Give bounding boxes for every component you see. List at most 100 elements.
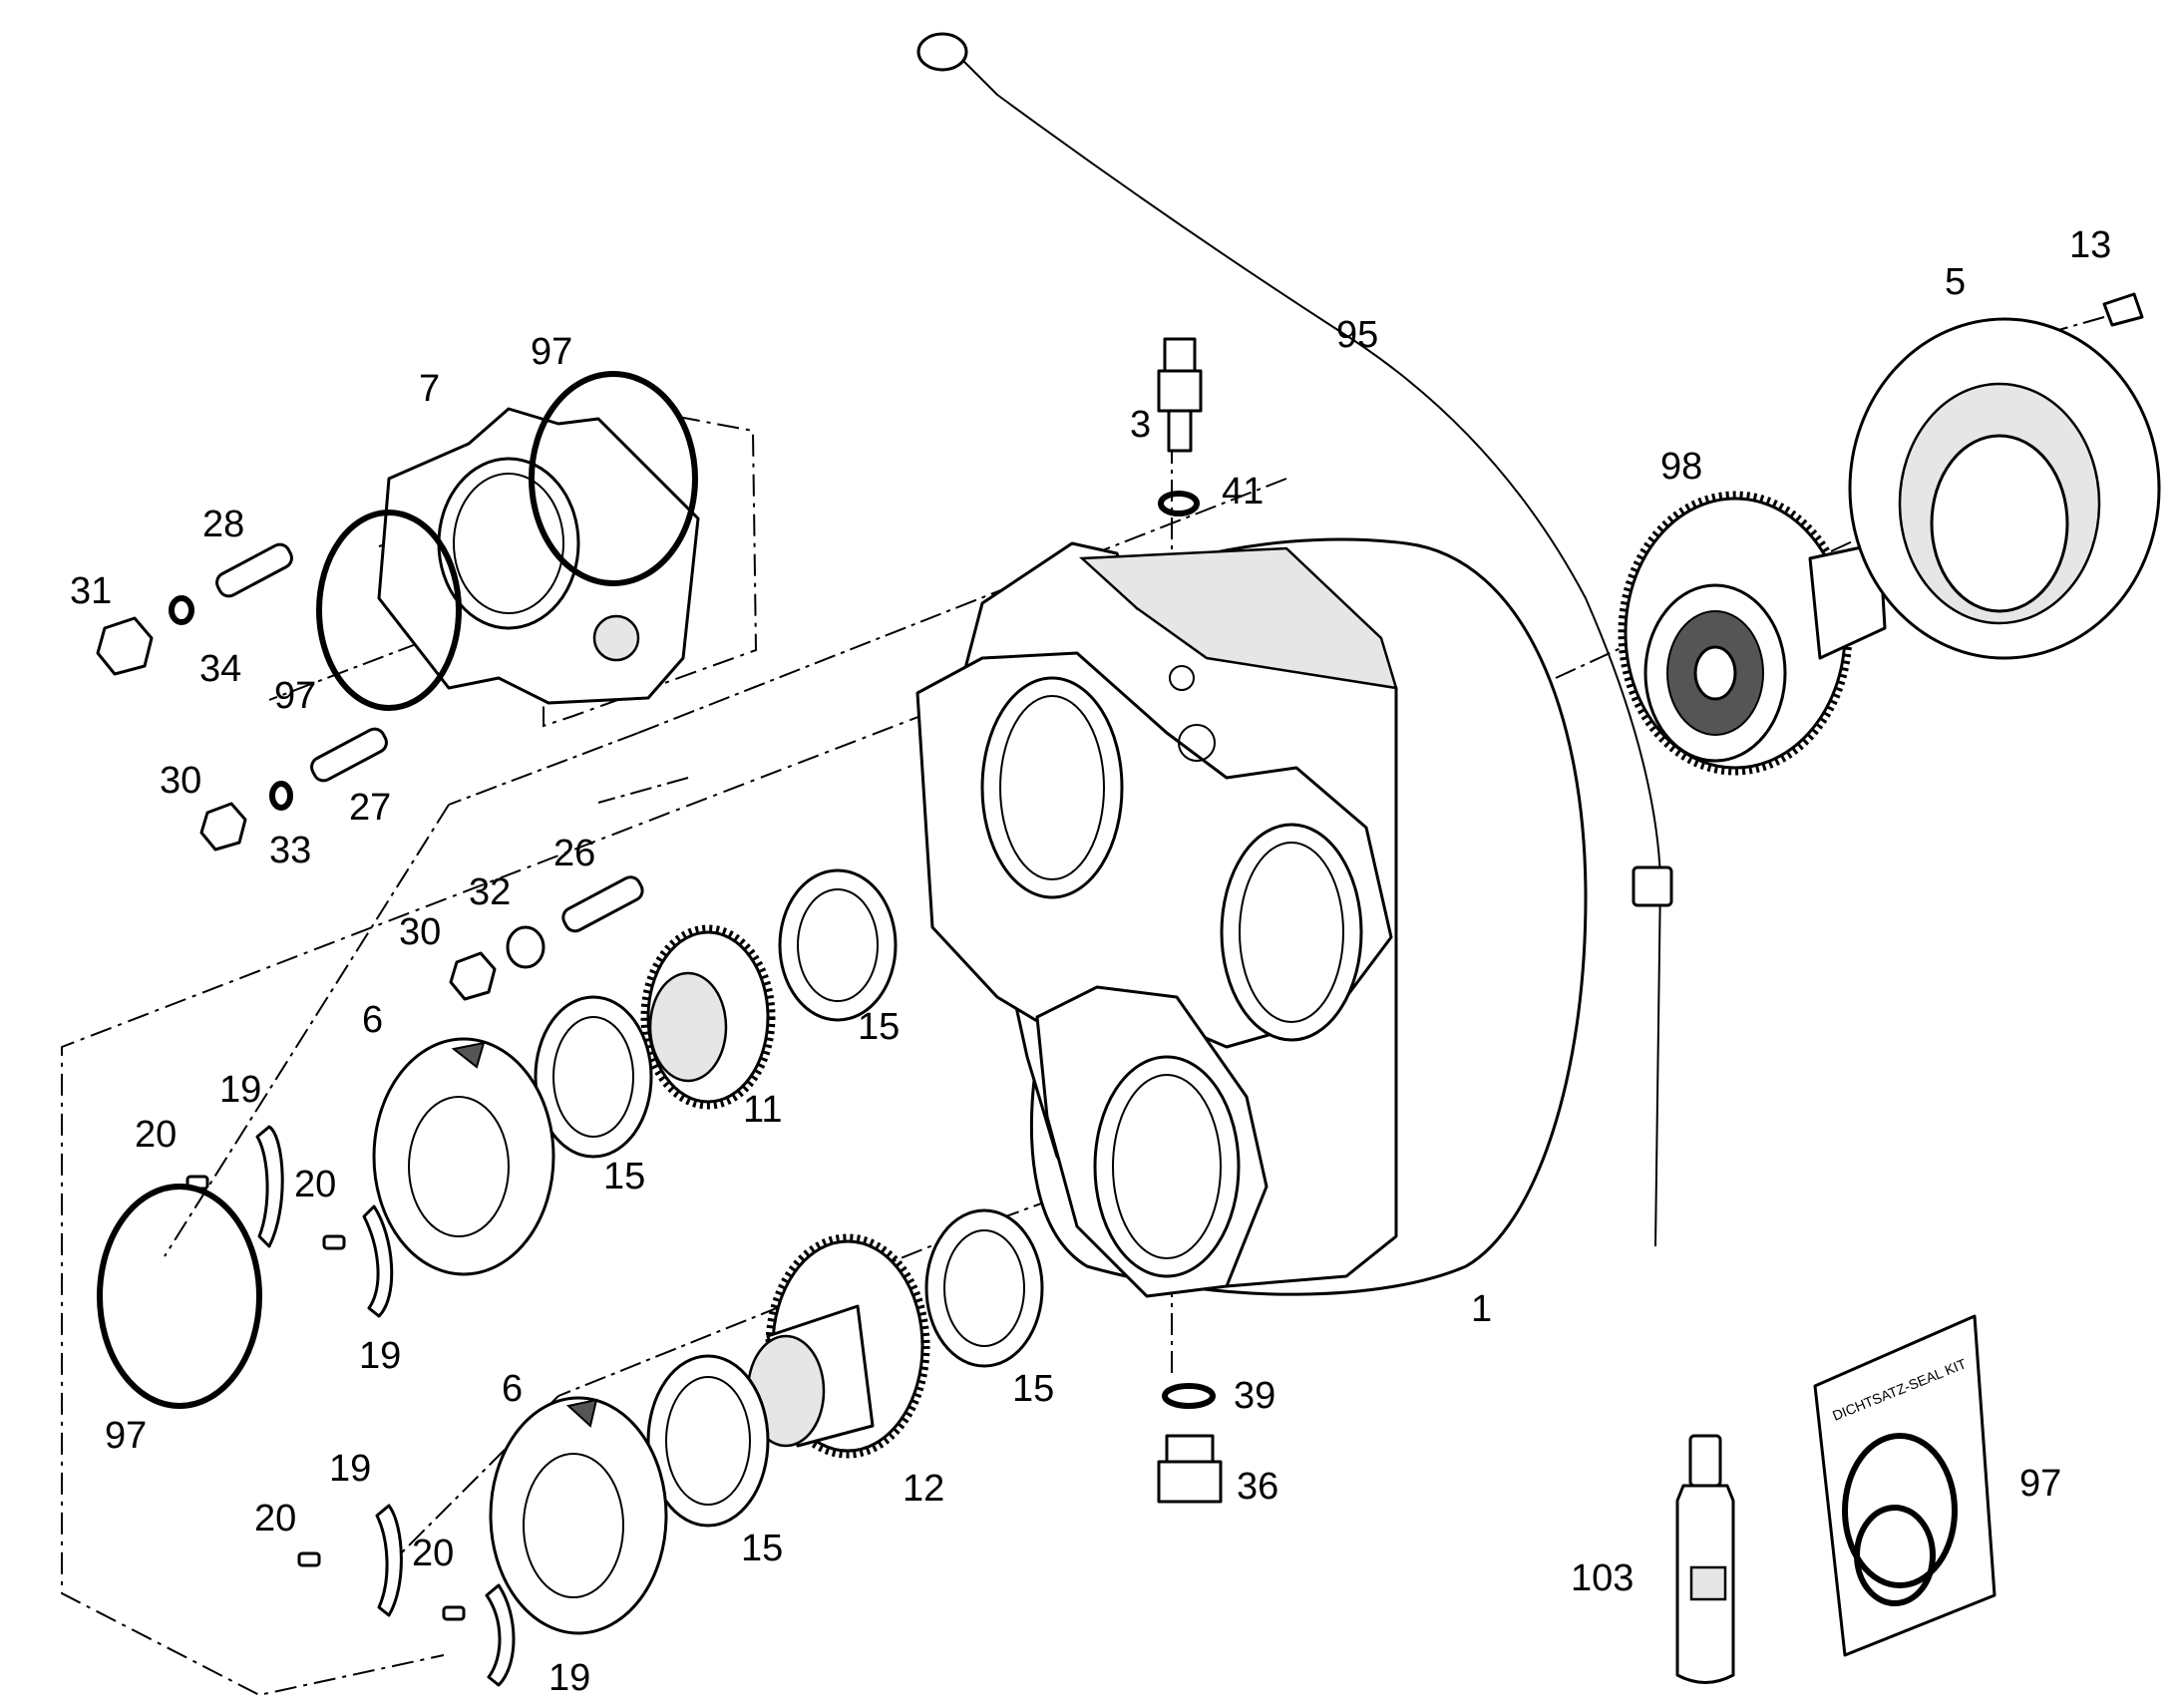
axis-upper-bearing: [448, 732, 639, 806]
clip-19-upper-b: [362, 1204, 394, 1318]
bearing-15-lower-left: [646, 1354, 770, 1528]
washer-32: [506, 925, 545, 969]
drain-plug-hex: [1157, 1460, 1223, 1504]
sealant-bottle: [1675, 1434, 1735, 1684]
callout-6-upper: 6: [362, 999, 383, 1041]
callout-32: 32: [469, 871, 511, 913]
o-ring-bracket-upper: [529, 371, 698, 586]
bearing-15-upper-left-inner: [552, 1016, 634, 1138]
upper-bracket-boss: [592, 614, 640, 662]
callout-20-a: 20: [135, 1114, 177, 1156]
bottle-cap: [1688, 1434, 1722, 1488]
dipstick-collar: [1632, 865, 1673, 907]
output-gear-hub: [1693, 645, 1737, 701]
callout-19-b: 19: [359, 1335, 401, 1377]
housing-drain-port: [1178, 724, 1216, 762]
bracket-frame-lower: [61, 697, 968, 1697]
callout-20-d: 20: [412, 1533, 454, 1574]
callout-15-a: 15: [858, 1006, 900, 1048]
callout-41: 41: [1222, 471, 1264, 512]
breather-seal-ring: [1158, 491, 1200, 516]
screw-20-lower-b: [442, 1605, 466, 1621]
dipstick-rod: [961, 59, 1662, 1247]
callout-15-d: 15: [741, 1528, 783, 1569]
callout-labels: 1 3 5 6 6 7 11 12 13 15 15 15 15 19 19 1…: [70, 224, 2111, 1699]
housing-top-ribs: [1078, 546, 1398, 690]
callout-12: 12: [903, 1468, 944, 1510]
bearing-cover-6-upper-notch: [451, 1041, 486, 1069]
callout-95: 95: [1336, 314, 1378, 356]
callout-3: 3: [1130, 404, 1151, 446]
housing-bore-lower-inner: [1112, 1074, 1222, 1259]
breather-assembly: [1157, 337, 1203, 516]
pin-26: [561, 875, 644, 933]
axis-lower-bore: [991, 1146, 1198, 1222]
axis-screw: [1984, 316, 2105, 352]
axis-upper-cover: [164, 804, 450, 1257]
callout-97-a: 97: [531, 331, 572, 373]
clip-19-lower-a: [375, 1504, 403, 1617]
callout-39: 39: [1234, 1375, 1275, 1417]
o-ring-cover: [97, 1184, 262, 1409]
washer-34: [169, 595, 194, 625]
gear-11-teeth: [640, 924, 776, 1110]
clip-19-lower-b: [485, 1583, 516, 1687]
seal-kit-bag: DICHTSATZ-SEAL KIT: [1813, 1314, 1997, 1657]
nut-30-lower: [449, 951, 497, 1001]
callout-97-c: 97: [105, 1415, 147, 1457]
output-cover-assembly: [1848, 292, 2161, 660]
callout-98: 98: [1660, 446, 1702, 488]
callout-28: 28: [202, 504, 244, 545]
callout-19-c: 19: [329, 1448, 371, 1490]
callout-97-d: 97: [2019, 1463, 2061, 1505]
bearing-cover-lower-assembly: [297, 1396, 668, 1687]
screw-20-lower-a: [297, 1551, 321, 1567]
callout-7: 7: [419, 368, 440, 410]
callout-97-b: 97: [274, 675, 316, 717]
callout-20-c: 20: [254, 1498, 296, 1539]
screw-20-upper-b: [322, 1234, 346, 1250]
gearbox-housing: [915, 537, 1588, 1298]
pin-27: [310, 727, 388, 783]
callout-36: 36: [1237, 1466, 1278, 1508]
upper-shaft-assembly: [534, 868, 898, 1159]
callout-26: 26: [553, 833, 595, 874]
bottle-label: [1689, 1565, 1727, 1601]
callout-15-b: 15: [603, 1156, 645, 1197]
housing-bore-upper-left: [980, 676, 1124, 899]
bracket-frame-upper: [543, 416, 758, 728]
callout-19-d: 19: [548, 1657, 590, 1699]
dipstick-handle-eye: [916, 32, 968, 72]
callout-31: 31: [70, 570, 112, 612]
lower-shaft-assembly: [646, 1208, 1044, 1528]
output-gear-splined-shaft: [1808, 541, 1887, 660]
bearing-cover-6-lower-notch: [565, 1398, 598, 1428]
drain-seal-ring: [1162, 1383, 1216, 1409]
bearing-cover-6-lower: [489, 1396, 668, 1635]
housing-bore-lower: [1093, 1055, 1241, 1278]
gear-11-hub: [648, 971, 728, 1083]
callout-5: 5: [1945, 261, 1966, 303]
breather-stem: [1167, 409, 1193, 453]
upper-bracket-assembly: [316, 371, 700, 711]
bearing-cover-6-lower-bore: [523, 1453, 624, 1598]
o-ring-bracket-lower: [316, 510, 462, 711]
nut-30-upper: [199, 802, 247, 852]
axis-pin-26: [597, 777, 689, 804]
housing-bore-upper-right: [1220, 823, 1363, 1042]
drain-plug-top: [1165, 1434, 1215, 1464]
housing-bore-upper-left-inner: [999, 695, 1105, 880]
bearing-cover-6-upper: [372, 1037, 555, 1276]
callout-33: 33: [269, 830, 311, 871]
breather-hex: [1157, 369, 1203, 413]
bearing-15-lower-right-inner: [943, 1229, 1025, 1347]
breather-cap: [1163, 337, 1197, 373]
housing-oil-port: [1169, 665, 1195, 691]
callout-27: 27: [349, 787, 391, 829]
callout-11: 11: [743, 1089, 782, 1131]
output-cover-bore: [1930, 434, 2069, 613]
output-gear-assembly: [1618, 491, 1887, 776]
cover-screw: [2102, 292, 2144, 327]
clip-19-upper-a: [255, 1125, 284, 1248]
seal-kit-ring-large: [1842, 1433, 1958, 1588]
